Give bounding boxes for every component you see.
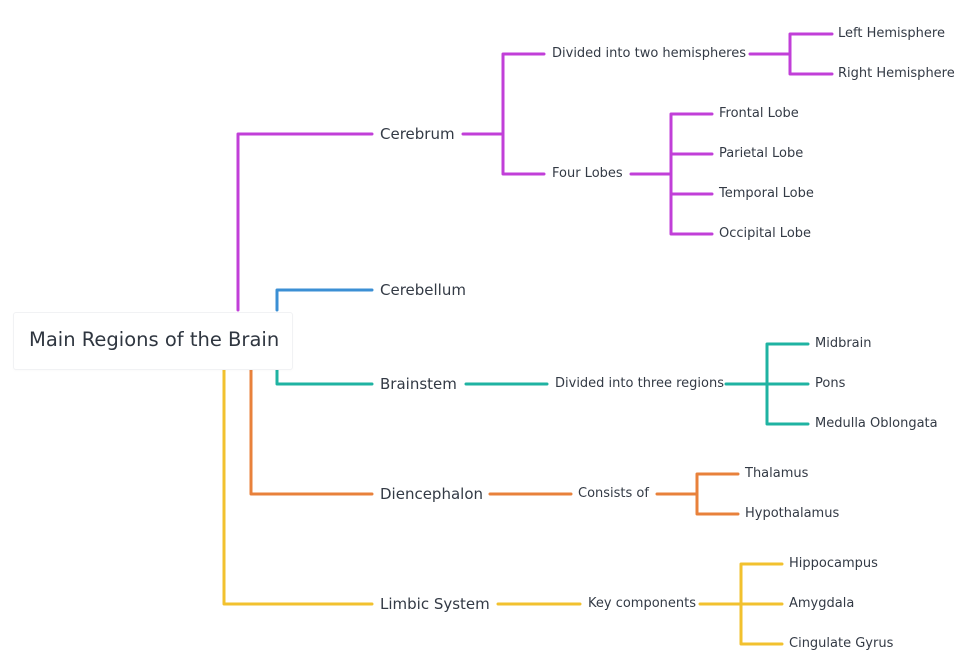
node-frontal-lobe[interactable]: Frontal Lobe bbox=[719, 106, 799, 121]
node-divided-into-two-hemispheres[interactable]: Divided into two hemispheres bbox=[552, 46, 747, 61]
node-parietal-lobe[interactable]: Parietal Lobe bbox=[719, 146, 804, 161]
node-cerebellum[interactable]: Cerebellum bbox=[380, 281, 466, 299]
node-cerebrum[interactable]: Cerebrum bbox=[380, 125, 455, 143]
node-limbic-system[interactable]: Limbic System bbox=[380, 595, 490, 613]
node-midbrain[interactable]: Midbrain bbox=[815, 336, 872, 351]
node-temporal-lobe[interactable]: Temporal Lobe bbox=[719, 186, 814, 201]
edge-regions-children bbox=[724, 342, 810, 426]
node-medulla-oblongata[interactable]: Medulla Oblongata bbox=[815, 416, 938, 431]
node-left-hemisphere[interactable]: Left Hemisphere bbox=[838, 26, 945, 41]
node-divided-into-three-regions[interactable]: Divided into three regions bbox=[555, 376, 725, 391]
edge-key-components-children bbox=[698, 562, 784, 646]
node-occipital-lobe[interactable]: Occipital Lobe bbox=[719, 226, 812, 241]
node-right-hemisphere[interactable]: Right Hemisphere bbox=[838, 66, 955, 81]
edge-lobes-children bbox=[629, 112, 714, 236]
node-thalamus[interactable]: Thalamus bbox=[745, 466, 809, 481]
edge-hemispheres-children bbox=[748, 32, 834, 76]
node-diencephalon[interactable]: Diencephalon bbox=[380, 485, 484, 503]
edge-consists-children bbox=[655, 472, 740, 516]
node-hippocampus[interactable]: Hippocampus bbox=[789, 556, 878, 571]
edge-root-cerebellum bbox=[275, 288, 374, 312]
node-amygdala[interactable]: Amygdala bbox=[789, 596, 855, 611]
node-hypothalamus[interactable]: Hypothalamus bbox=[745, 506, 840, 521]
edge-root-brainstem bbox=[275, 367, 374, 386]
edge-root-limbic bbox=[222, 367, 374, 606]
node-brainstem[interactable]: Brainstem bbox=[380, 375, 457, 393]
root-node-label: Main Regions of the Brain bbox=[29, 328, 280, 351]
edge-cerebrum-children bbox=[461, 52, 546, 176]
node-four-lobes[interactable]: Four Lobes bbox=[552, 166, 623, 181]
node-consists-of[interactable]: Consists of bbox=[578, 486, 649, 501]
node-key-components[interactable]: Key components bbox=[588, 596, 697, 611]
edge-root-cerebrum bbox=[236, 132, 374, 312]
root-node[interactable] bbox=[14, 313, 292, 369]
node-pons[interactable]: Pons bbox=[815, 376, 846, 391]
node-cingulate-gyrus[interactable]: Cingulate Gyrus bbox=[789, 636, 894, 651]
edge-root-diencephalon bbox=[249, 367, 374, 496]
